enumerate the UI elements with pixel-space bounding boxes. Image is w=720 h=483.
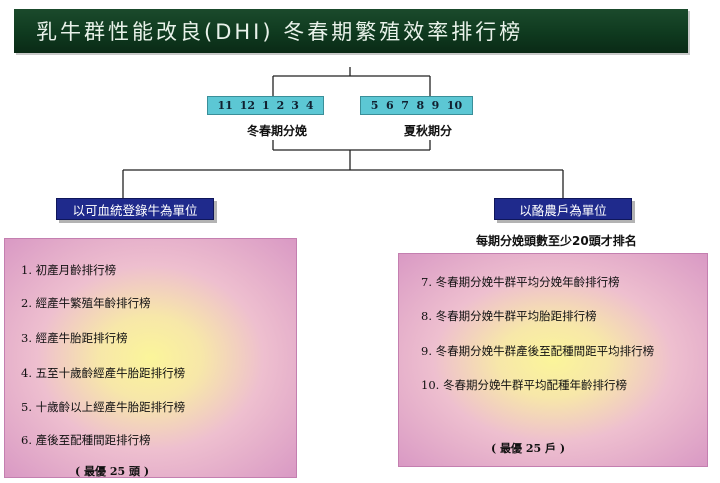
summer-autumn-months-box: 5 6 7 8 9 10 [360,96,473,115]
ranking-item: 3. 經產牛胎距排行榜 [21,331,128,345]
ranking-item: 1. 初產月齡排行榜 [21,263,117,277]
left-ranking-panel: 1. 初產月齡排行榜 2. 經產牛繁殖年齡排行榜 3. 經產牛胎距排行榜 4. … [4,238,297,478]
month-cell: 11 [217,99,233,112]
right-unit-box: 以酪農戶為單位 [494,198,632,220]
right-footnote: ( 最優 25 戶 ) [491,442,566,455]
month-cell: 2 [276,99,285,112]
title-bar: 乳牛群性能改良(DHI) 冬春期繁殖效率排行榜 [14,9,688,53]
ranking-item: 2. 經產牛繁殖年齡排行榜 [21,296,151,310]
left-footnote: ( 最優 25 頭 ) [75,465,150,478]
left-unit-label: 以可血統登錄牛為單位 [72,202,198,218]
month-cell: 9 [431,99,440,112]
month-cell: 8 [416,99,425,112]
ranking-item: 7. 冬春期分娩牛群平均分娩年齡排行榜 [421,275,620,289]
right-branch-note: 每期分娩頭數至少20頭才排名 [476,234,637,248]
page-title: 乳牛群性能改良(DHI) 冬春期繁殖效率排行榜 [36,20,524,44]
ranking-item: 4. 五至十歲齡經產牛胎距排行榜 [21,366,186,380]
ranking-item: 8. 冬春期分娩牛群平均胎距排行榜 [421,309,597,323]
right-ranking-panel: 7. 冬春期分娩牛群平均分娩年齡排行榜 8. 冬春期分娩牛群平均胎距排行榜 9.… [398,253,708,467]
month-cell: 7 [401,99,409,112]
month-cell: 4 [305,99,314,112]
ranking-item: 10. 冬春期分娩牛群平均配種年齡排行榜 [421,378,627,392]
month-cell: 12 [239,99,256,112]
winter-spring-months-box: 11 12 1 2 3 4 [207,96,324,115]
month-cell: 10 [446,99,463,112]
month-cell: 1 [262,99,270,112]
left-unit-box: 以可血統登錄牛為單位 [56,198,214,220]
ranking-item: 6. 產後至配種間距排行榜 [21,433,151,447]
ranking-item: 9. 冬春期分娩牛群產後至配種間距平均排行榜 [421,344,655,358]
month-cell: 3 [291,99,299,112]
winter-spring-label: 冬春期分娩 [247,124,308,138]
summer-autumn-label: 夏秋期分 [404,124,453,138]
ranking-item: 5. 十歲齡以上經產牛胎距排行榜 [21,400,186,414]
month-cell: 6 [386,99,394,112]
right-unit-label: 以酪農戶為單位 [519,202,607,218]
month-cell: 5 [370,99,379,112]
